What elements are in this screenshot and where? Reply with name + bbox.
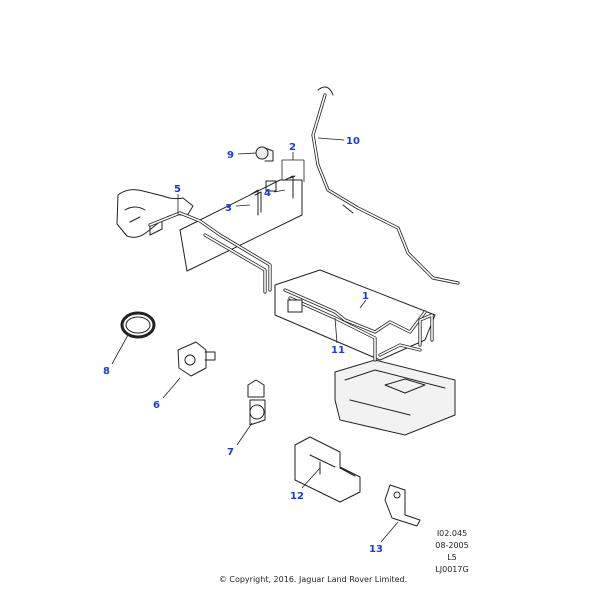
callout-13[interactable]: 13 bbox=[369, 544, 383, 555]
callout-8[interactable]: 8 bbox=[103, 366, 110, 377]
fuel-tank bbox=[334, 359, 456, 436]
fuel-tank-frame bbox=[274, 269, 436, 361]
part-clamp-8 bbox=[120, 311, 156, 339]
callout-7[interactable]: 7 bbox=[227, 447, 234, 458]
callout-2[interactable]: 2 bbox=[289, 142, 296, 153]
callout-11[interactable]: 11 bbox=[331, 345, 345, 356]
illustration-code: I02.045 bbox=[437, 529, 467, 538]
copyright-notice: © Copyright, 2016. Jaguar Land Rover Lim… bbox=[219, 575, 407, 584]
part-clip-3 bbox=[249, 189, 262, 216]
illustration-date: 08-2005 bbox=[435, 541, 468, 550]
part-bracket-13 bbox=[384, 484, 421, 527]
callout-4[interactable]: 4 bbox=[264, 188, 271, 199]
leader-lines bbox=[111, 137, 399, 543]
part-clip-7 bbox=[247, 379, 266, 426]
callout-3[interactable]: 3 bbox=[225, 203, 232, 214]
callout-5[interactable]: 5 bbox=[174, 184, 181, 195]
part-grommet-9 bbox=[255, 146, 274, 162]
illustration-variant: L5 bbox=[447, 553, 457, 562]
callout-6[interactable]: 6 bbox=[153, 400, 160, 411]
callout-9[interactable]: 9 bbox=[227, 150, 234, 161]
part-clip-4 bbox=[265, 175, 296, 199]
part-clip-6 bbox=[177, 341, 216, 377]
part-clip-12 bbox=[294, 436, 361, 503]
pipe-bracket-frame bbox=[179, 179, 303, 272]
vent-hose bbox=[311, 86, 460, 285]
callout-10[interactable]: 10 bbox=[346, 136, 360, 147]
fuel-pipes bbox=[148, 211, 434, 362]
callout-1[interactable]: 1 bbox=[362, 291, 369, 302]
drawing-id: LJ0017G bbox=[435, 565, 468, 574]
callout-12[interactable]: 12 bbox=[290, 491, 304, 502]
